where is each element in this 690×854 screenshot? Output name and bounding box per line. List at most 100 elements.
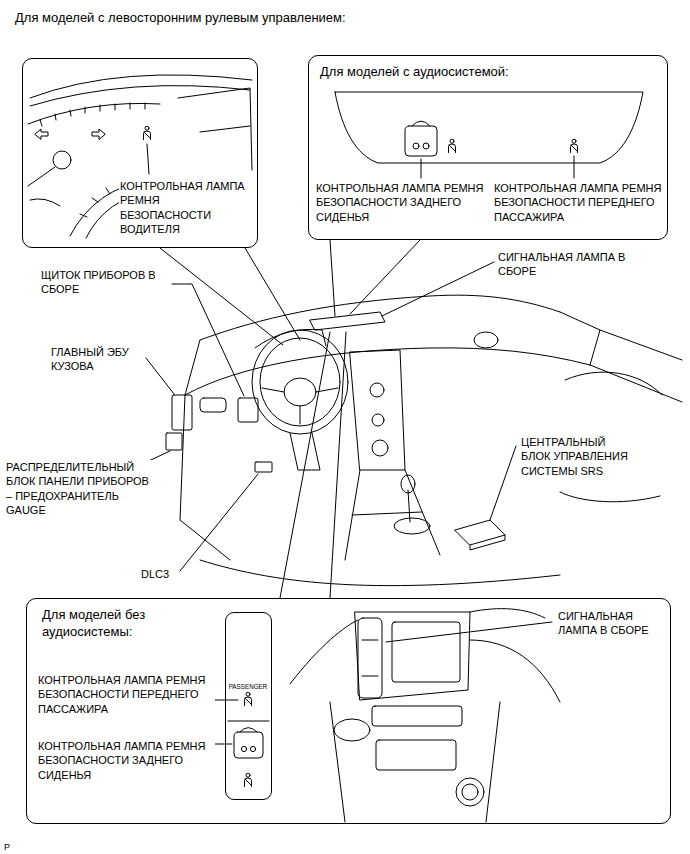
kick-panel xyxy=(180,395,230,560)
steering-wheel xyxy=(252,330,348,434)
part-label: РАСПРЕДЕЛИТЕЛЬНЫЙ БЛОК ПАНЕЛИ ПРИБОРОВ –… xyxy=(5,460,157,517)
dlc3-connector xyxy=(255,462,272,472)
display-outline xyxy=(335,92,643,163)
center-console xyxy=(345,470,440,560)
part-label: КОНТРОЛЬНАЯ ЛАМПА РЕМНЯ БЕЗОПАСНОСТИ ПЕР… xyxy=(37,673,215,716)
part-label: PASSENGER xyxy=(228,683,269,691)
steering-column xyxy=(290,433,320,470)
knob xyxy=(372,440,388,456)
diagram-title: Для моделей с левосторонним рулевым упра… xyxy=(14,10,347,27)
turn-arrow xyxy=(35,129,48,139)
dash-face xyxy=(185,348,590,395)
label-slot: СИГНАЛЬНАЯ ЛАМПА В СБОРЕ xyxy=(497,250,627,279)
leader-line xyxy=(146,358,174,394)
label-slot: ГЛАВНЫЙ ЭБУ КУЗОВА xyxy=(50,345,142,374)
leader-line xyxy=(382,262,494,316)
seatbelt-icon xyxy=(571,139,578,152)
part-label: ГЛАВНЫЙ ЭБУ КУЗОВА xyxy=(50,345,142,374)
label-slot: ЦЕНТРАЛЬНЫЙ БЛОК УПРАВЛЕНИЯ СИСТЕМЫ SRS xyxy=(520,435,632,479)
part-label: P xyxy=(3,842,11,854)
leader-line xyxy=(386,622,552,642)
rear-lamp xyxy=(240,728,257,733)
seatbelt-icon xyxy=(449,139,456,152)
text-slot: Для моделей без аудиосистемы: xyxy=(41,607,206,641)
rear-lamp-dot xyxy=(413,143,419,149)
signal-lamp xyxy=(358,618,382,698)
title-slot: Для моделей с левосторонним рулевым упра… xyxy=(14,8,614,27)
center-stack xyxy=(330,702,500,822)
gauge-arc xyxy=(28,103,160,124)
text-slot: PASSENGER xyxy=(226,675,270,693)
inset-frame: Для моделей без аудиосистемы: КОНТРОЛЬНАЯ… xyxy=(26,598,671,824)
part-label: КОНТРОЛЬНАЯ ЛАМПА РЕМНЯ БЕЗОПАСНОСТИ ВОД… xyxy=(119,179,253,236)
steering-hub xyxy=(284,378,316,406)
display-screen xyxy=(392,622,460,682)
part-label: СИГНАЛЬНАЯ ЛАМПА В СБОРЕ xyxy=(557,609,665,638)
gauge-ticks xyxy=(40,103,145,126)
part-label: СИГНАЛЬНАЯ ЛАМПА В СБОРЕ xyxy=(497,250,627,279)
part-label: ЦЕНТРАЛЬНЫЙ БЛОК УПРАВЛЕНИЯ СИСТЕМЫ SRS xyxy=(520,435,632,478)
inset-frame: КОНТРОЛЬНАЯ ЛАМПА РЕМНЯ БЕЗОПАСНОСТИ ВОД… xyxy=(22,58,258,248)
knob xyxy=(456,778,484,806)
leader-line xyxy=(421,159,422,178)
control-panel xyxy=(372,706,462,726)
zoom-line xyxy=(280,332,346,598)
dash-top xyxy=(200,295,560,340)
junction-block xyxy=(166,433,182,450)
shift-knob xyxy=(401,475,415,493)
inset-heading: Для моделей без аудиосистемы: xyxy=(41,607,206,641)
text-slot: КОНТРОЛЬНАЯ ЛАМПА РЕМНЯ БЕЗОПАСНОСТИ ЗАД… xyxy=(37,739,215,783)
rear-lamp xyxy=(234,732,263,758)
label-slot: ЩИТОК ПРИБОРОВ В СБОРЕ xyxy=(40,268,170,297)
text-slot: Для моделей с аудиосистемой: xyxy=(319,62,659,81)
panel-divider xyxy=(228,721,269,722)
shift-boot xyxy=(394,518,430,534)
rear-lamp-dot xyxy=(250,746,255,751)
part-label: КОНТРОЛЬНАЯ ЛАМПА РЕМНЯ БЕЗОПАСНОСТИ ЗАД… xyxy=(37,739,215,782)
floor-line xyxy=(200,560,560,586)
part-label: ЩИТОК ПРИБОРОВ В СБОРЕ xyxy=(40,268,170,297)
part-label: DLC3 xyxy=(140,567,170,581)
seatbelt-icon xyxy=(144,126,151,139)
knob xyxy=(372,414,384,426)
shift-lever xyxy=(408,490,410,522)
rear-lamp-dot xyxy=(423,143,429,149)
knob xyxy=(370,383,384,397)
label-slot: DLC3 xyxy=(140,564,180,582)
inset-heading: Для моделей с аудиосистемой: xyxy=(319,64,510,81)
srs-unit xyxy=(455,520,505,550)
seatbelt-icon xyxy=(245,773,252,786)
inset-frame: Для моделей с аудиосистемой: КОНТРОЛЬНАЯ … xyxy=(308,55,668,240)
rear-lamp xyxy=(405,126,437,156)
steering-wheel xyxy=(260,338,340,426)
part-label: КОНТРОЛЬНАЯ ЛАМПА РЕМНЯ БЕЗОПАСНОСТИ ПЕР… xyxy=(493,181,663,224)
label-slot: РАСПРЕДЕЛИТЕЛЬНЫЙ БЛОК ПАНЕЛИ ПРИБОРОВ –… xyxy=(5,460,157,518)
zoom-line xyxy=(160,248,300,345)
instrument-cluster xyxy=(238,398,258,422)
leader-line xyxy=(180,474,258,571)
leader-line xyxy=(147,144,149,174)
leader-line xyxy=(490,446,516,520)
control-panel xyxy=(376,740,456,770)
label-slot: P xyxy=(3,836,23,854)
knob xyxy=(53,151,71,169)
knob xyxy=(462,784,478,800)
signal-lamp xyxy=(362,640,378,676)
steering-spoke xyxy=(262,388,338,424)
leader-line xyxy=(172,284,244,396)
seatbelt-icon xyxy=(245,692,252,705)
text-slot: КОНТРОЛЬНАЯ ЛАМПА РЕМНЯ БЕЗОПАСНОСТИ ВОД… xyxy=(119,179,253,237)
door-line xyxy=(590,330,682,402)
rear-lamp xyxy=(412,121,430,126)
dash-end xyxy=(185,312,600,395)
turn-arrow xyxy=(92,129,105,139)
text-slot: СИГНАЛЬНАЯ ЛАМПА В СБОРЕ xyxy=(557,609,665,638)
air-vent xyxy=(474,332,498,348)
text-slot: КОНТРОЛЬНАЯ ЛАМПА РЕМНЯ БЕЗОПАСНОСТИ ПЕР… xyxy=(37,673,215,717)
part-label: КОНТРОЛЬНАЯ ЛАМПА РЕМНЯ БЕЗОПАСНОСТИ ЗАД… xyxy=(315,181,487,224)
text-slot: КОНТРОЛЬНАЯ ЛАМПА РЕМНЯ БЕЗОПАСНОСТИ ПЕР… xyxy=(493,181,663,225)
dash-line xyxy=(290,620,358,684)
knob-stem xyxy=(28,167,55,186)
